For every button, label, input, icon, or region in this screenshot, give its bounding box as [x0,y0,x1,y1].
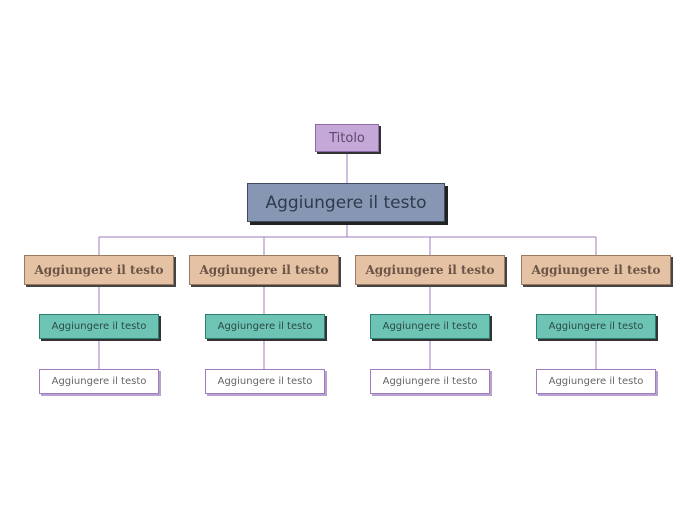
leaf-node-2[interactable]: Aggiungere il testo [205,369,325,394]
title-node[interactable]: Titolo [315,124,379,152]
subtopic-node-2[interactable]: Aggiungere il testo [205,314,325,339]
leaf-node-4[interactable]: Aggiungere il testo [536,369,656,394]
leaf-node-3[interactable]: Aggiungere il testo [370,369,490,394]
subtopic-node-3[interactable]: Aggiungere il testo [370,314,490,339]
branch-node-2[interactable]: Aggiungere il testo [189,255,339,285]
branch-node-4[interactable]: Aggiungere il testo [521,255,671,285]
leaf-node-1[interactable]: Aggiungere il testo [39,369,159,394]
subtopic-node-4[interactable]: Aggiungere il testo [536,314,656,339]
branch-node-3[interactable]: Aggiungere il testo [355,255,505,285]
branch-node-1[interactable]: Aggiungere il testo [24,255,174,285]
subtopic-node-1[interactable]: Aggiungere il testo [39,314,159,339]
main-topic-node[interactable]: Aggiungere il testo [247,183,445,222]
